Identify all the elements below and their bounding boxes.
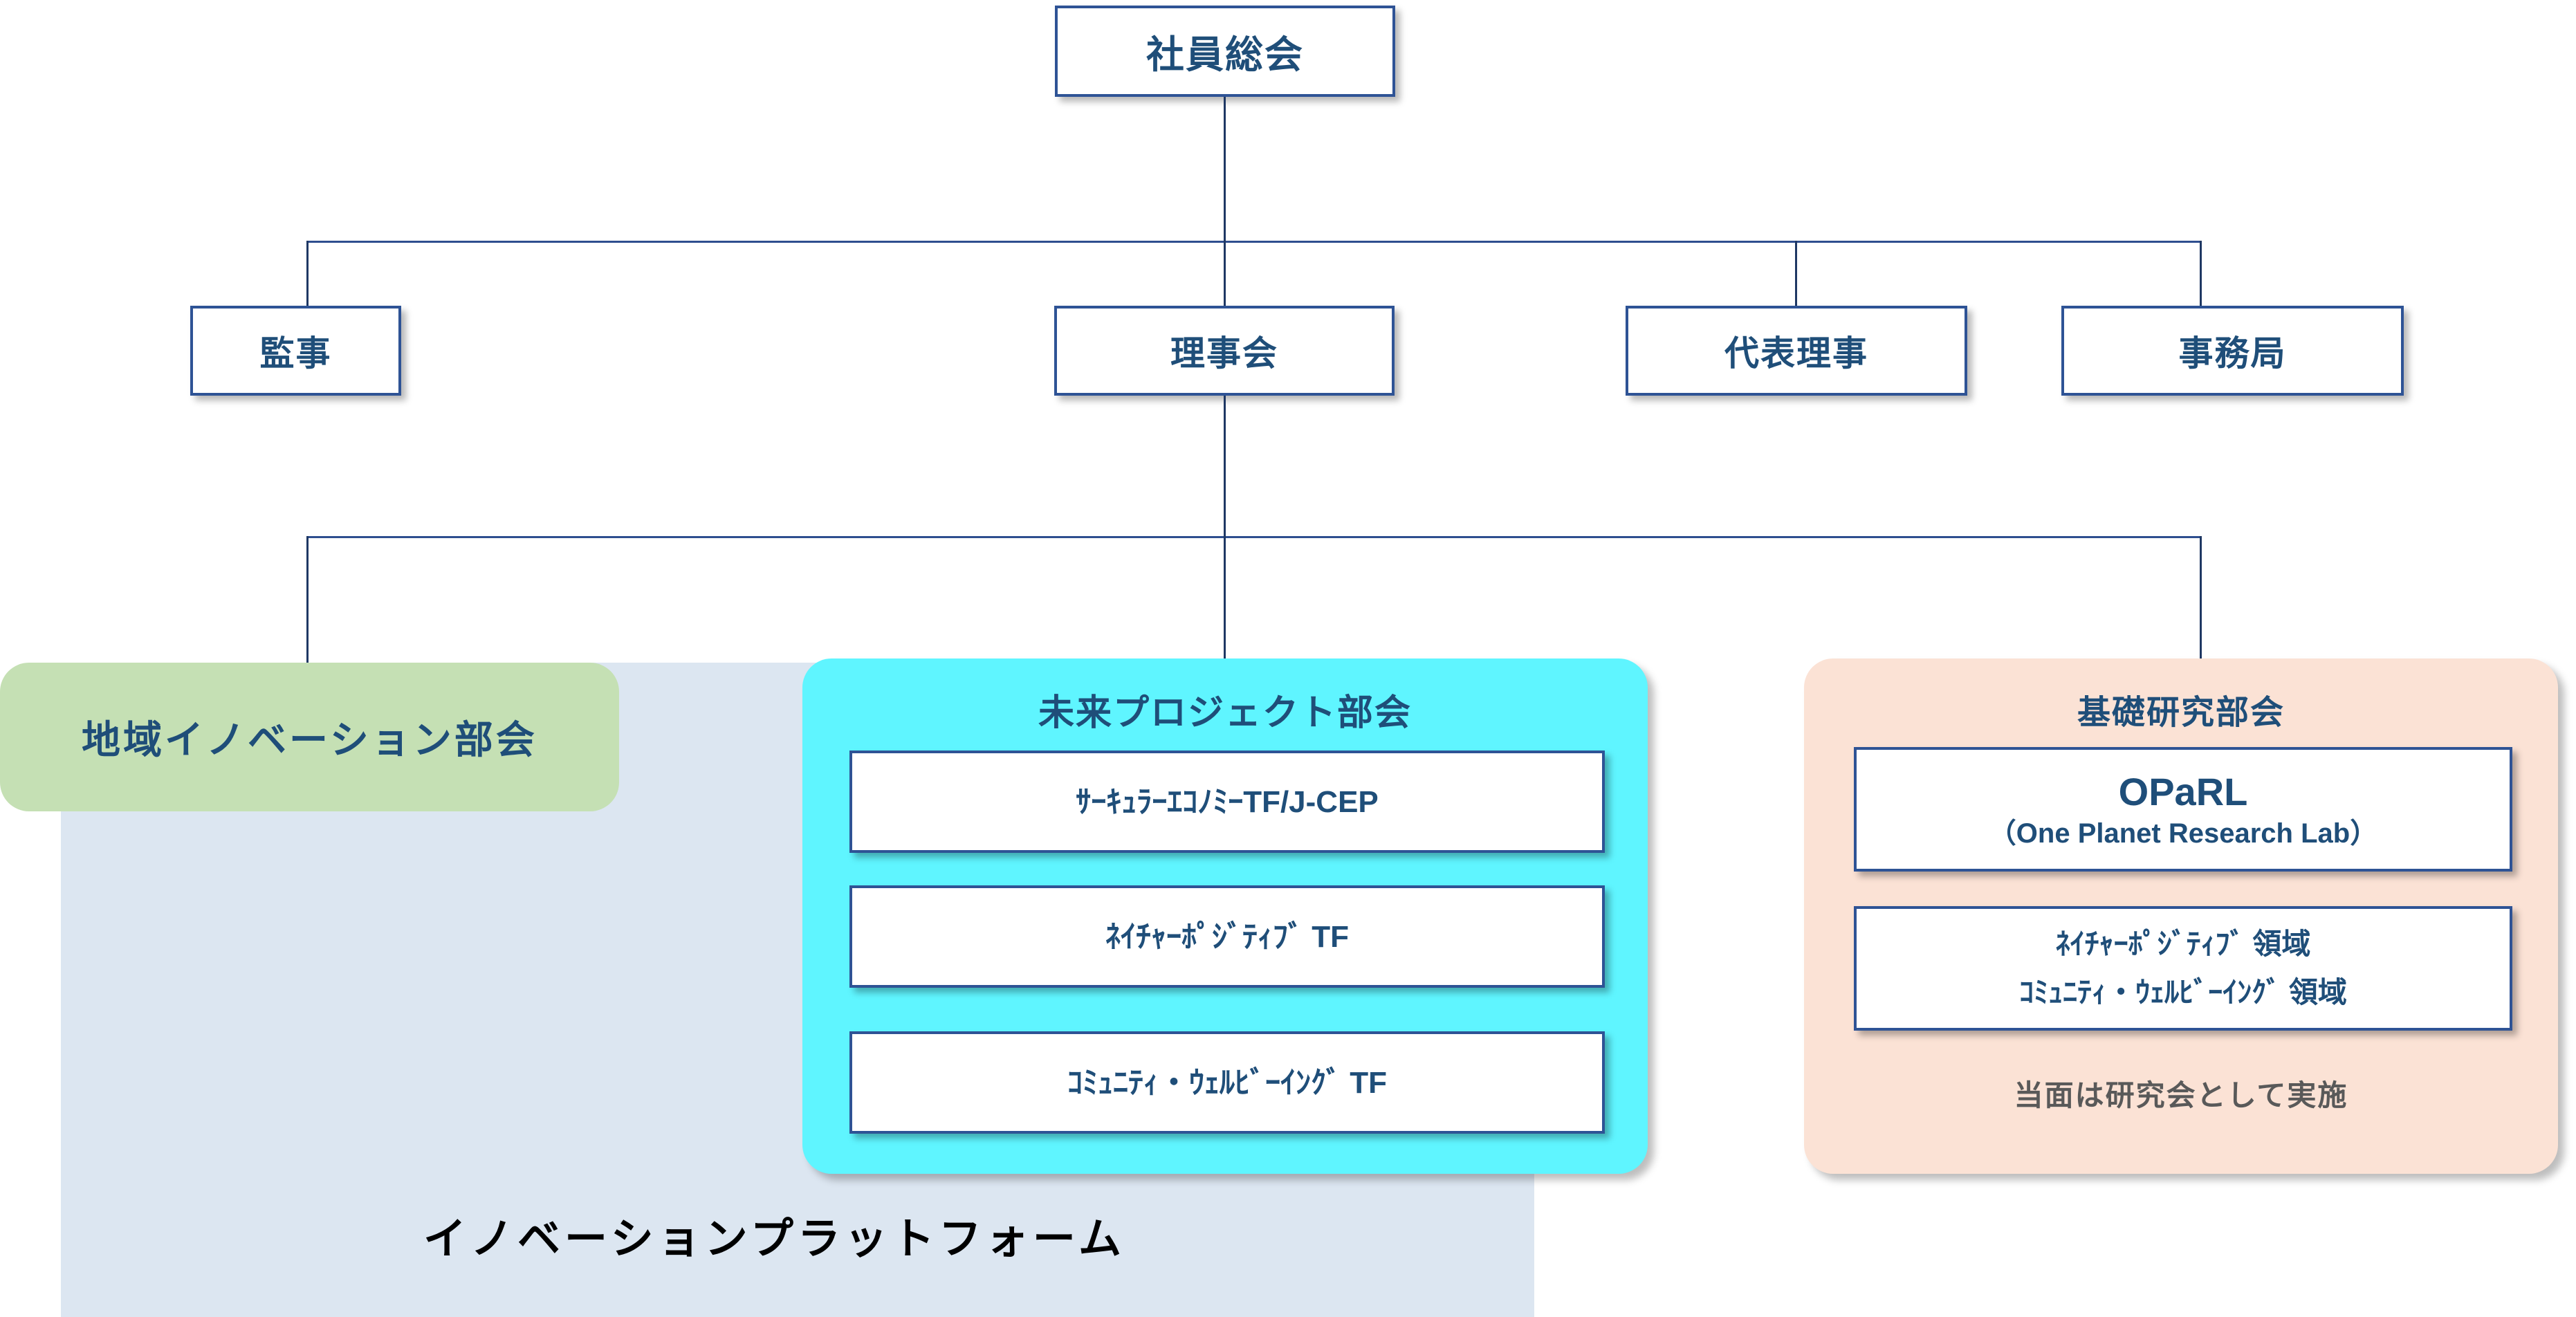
connector-drop-future <box>1224 536 1226 664</box>
box-secretariat-label: 事務局 <box>2178 334 2287 373</box>
item-oparl-label: OPaRL <box>2118 770 2248 813</box>
card-future-project[interactable]: 未来プロジェクト部会 ｻｰｷｭﾗｰｴｺﾉﾐｰTF/J-CEP ﾈｲﾁｬｰﾎﾟｼﾞ… <box>802 658 1648 1174</box>
connector-drop-board <box>1224 241 1226 306</box>
item-nature-positive-domain-label: ﾈｲﾁｬｰﾎﾟｼﾞﾃｨﾌﾞ 領域 <box>2055 927 2311 960</box>
item-research-domains[interactable]: ﾈｲﾁｬｰﾎﾟｼﾞﾃｨﾌﾞ 領域 ｺﾐｭﾆﾃｨ・ｳｪﾙﾋﾞｰｲﾝｸﾞ 領域 <box>1854 906 2512 1031</box>
connector-bar-level2 <box>308 241 2202 243</box>
basic-research-note: 当面は研究会として実施 <box>2014 1079 2348 1112</box>
connector-drop-basic <box>2200 536 2202 664</box>
card-basic-research-title: 基礎研究部会 <box>2077 694 2285 731</box>
box-general-meeting[interactable]: 社員総会 <box>1055 6 1395 97</box>
box-representative-director[interactable]: 代表理事 <box>1626 306 1967 396</box>
item-circular-economy-tf[interactable]: ｻｰｷｭﾗｰｴｺﾉﾐｰTF/J-CEP <box>849 750 1605 853</box>
item-circular-economy-tf-label: ｻｰｷｭﾗｰｴｺﾉﾐｰTF/J-CEP <box>1076 784 1379 819</box>
box-auditor-label: 監事 <box>259 334 332 373</box>
item-community-wellbeing-tf[interactable]: ｺﾐｭﾆﾃｨ・ｳｪﾙﾋﾞｰｲﾝｸﾞ TF <box>849 1031 1605 1134</box>
item-community-wellbeing-domain-label: ｺﾐｭﾆﾃｨ・ｳｪﾙﾋﾞｰｲﾝｸﾞ 領域 <box>2019 976 2347 1009</box>
box-board[interactable]: 理事会 <box>1054 306 1395 396</box>
item-community-wellbeing-tf-label: ｺﾐｭﾆﾃｨ・ｳｪﾙﾋﾞｰｲﾝｸﾞ TF <box>1067 1065 1387 1100</box>
connector-drop-regional <box>306 536 309 664</box>
card-regional-innovation[interactable]: 地域イノベーション部会 <box>0 663 619 811</box>
item-nature-positive-tf-label: ﾈｲﾁｬｰﾎﾟｼﾞﾃｨﾌﾞ TF <box>1105 919 1349 954</box>
box-board-label: 理事会 <box>1170 334 1278 373</box>
connector-drop-secretariat <box>2200 241 2202 306</box>
connector-drop-auditor <box>306 241 309 306</box>
box-secretariat[interactable]: 事務局 <box>2061 306 2404 396</box>
connector-bar-subcommittees <box>308 536 2202 538</box>
box-general-meeting-label: 社員総会 <box>1146 33 1304 76</box>
connector-stem-top <box>1224 97 1226 242</box>
card-regional-innovation-title: 地域イノベーション部会 <box>82 718 537 762</box>
connector-stem-board-down <box>1224 396 1226 537</box>
card-future-project-title: 未来プロジェクト部会 <box>1038 693 1412 733</box>
item-nature-positive-tf[interactable]: ﾈｲﾁｬｰﾎﾟｼﾞﾃｨﾌﾞ TF <box>849 885 1605 988</box>
card-basic-research[interactable]: 基礎研究部会 OPaRL （One Planet Research Lab） ﾈ… <box>1804 658 2558 1174</box>
box-auditor[interactable]: 監事 <box>190 306 401 396</box>
innovation-platform-label: イノベーションプラットフォーム <box>423 1215 1126 1263</box>
item-oparl[interactable]: OPaRL （One Planet Research Lab） <box>1854 747 2512 872</box>
connector-drop-representative <box>1795 241 1797 306</box>
box-representative-director-label: 代表理事 <box>1724 334 1868 373</box>
item-oparl-sublabel: （One Planet Research Lab） <box>1988 818 2378 849</box>
